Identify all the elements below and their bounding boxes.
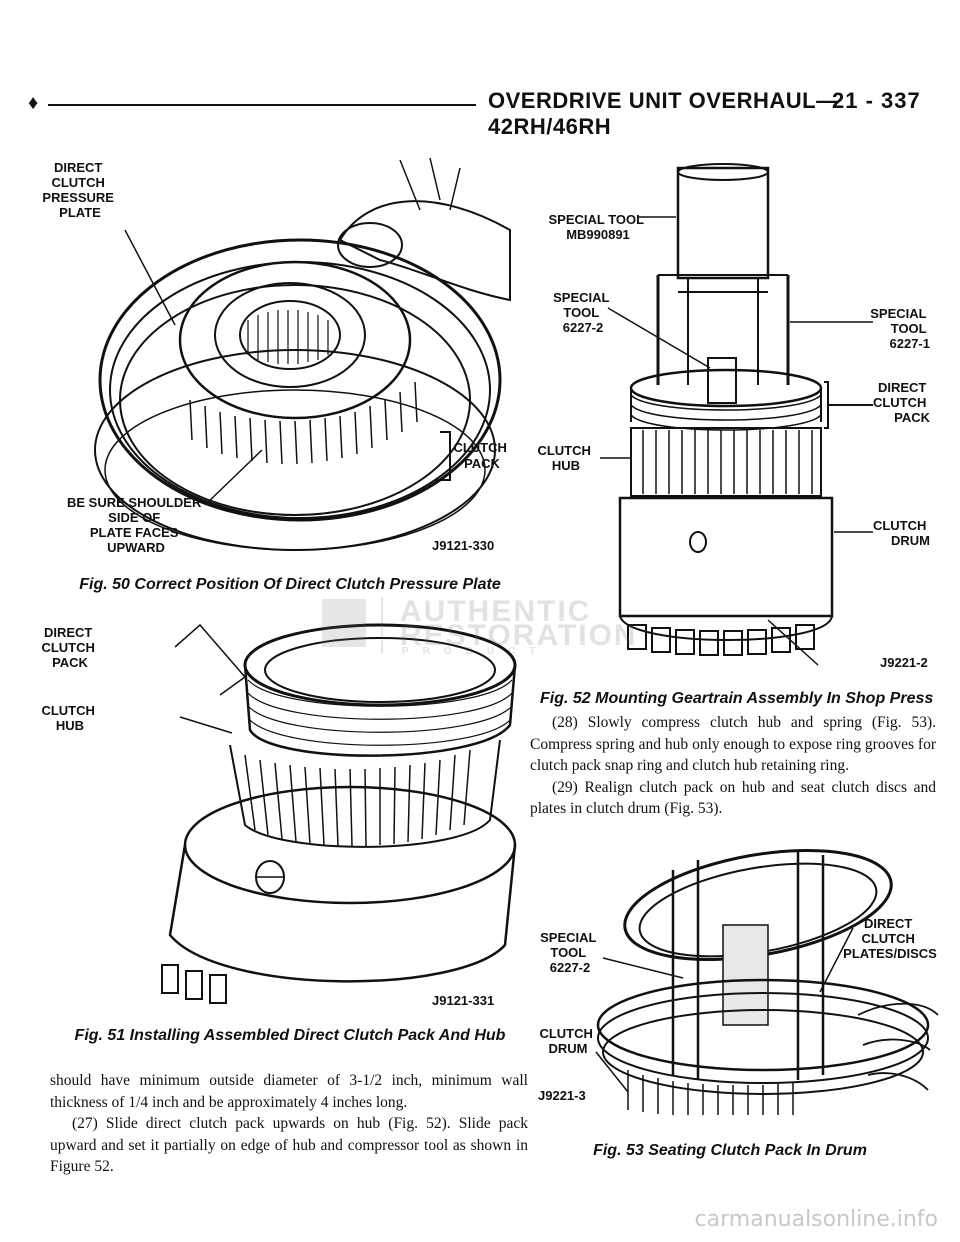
left-body-text: should have minimum outside diameter of … [50, 1070, 528, 1178]
header-rule [48, 104, 476, 106]
fig53-label-drum: CLUTCH DRUM [539, 1026, 596, 1056]
watermark-line-1: AUTHENTIC [400, 595, 591, 628]
watermark-logo-icon [322, 599, 366, 647]
fig52-code: J9221-2 [880, 655, 928, 670]
fig50-caption: Fig. 50 Correct Position Of Direct Clutc… [79, 576, 501, 593]
fig50-label-clutch-pack: CLUTCH PACK [453, 440, 510, 471]
left-paragraph-2: (27) Slide direct clutch pack upwards on… [50, 1115, 528, 1175]
page-title: OVERDRIVE UNIT OVERHAUL—42RH/46RH [488, 88, 839, 139]
authentic-restoration-watermark: AUTHENTIC RESTORATION PRODUCT [320, 595, 660, 657]
figure-50: DIRECT CLUTCH PRESSURE PLATE CLUTCH PACK… [40, 150, 520, 570]
fig53-illustration: SPECIAL TOOL 6227-2 DIRECT CLUTCH PLATES… [538, 848, 939, 1115]
fig52-illustration: SPECIAL TOOL MB990891 SPECIAL TOOL 6227-… [537, 163, 931, 670]
watermark-line-3: PRODUCT [402, 646, 549, 655]
figure-53: SPECIAL TOOL 6227-2 DIRECT CLUTCH PLATES… [528, 830, 948, 1115]
fig52-label-drum: CLUTCH DRUM [873, 518, 930, 548]
fig50-illustration: DIRECT CLUTCH PRESSURE PLATE CLUTCH PACK… [42, 157, 511, 555]
fig52-label-tool-mb: SPECIAL TOOL MB990891 [549, 212, 648, 242]
fig53-label-plates: DIRECT CLUTCH PLATES/DISCS [843, 916, 937, 961]
figure-51: DIRECT CLUTCH PACK CLUTCH HUB J9121-331 [40, 615, 520, 1015]
fig52-label-hub: CLUTCH HUB [537, 443, 594, 473]
fig51-code: J9121-331 [432, 993, 494, 1008]
fig52-label-tool-1: SPECIAL TOOL 6227-1 [870, 306, 930, 351]
fig51-caption: Fig. 51 Installing Assembled Direct Clut… [74, 1027, 506, 1044]
header-bullet: ♦ [28, 92, 39, 114]
fig53-label-tool: SPECIAL TOOL 6227-2 [540, 930, 600, 975]
right-paragraph-1: (28) Slowly compress clutch hub and spri… [530, 714, 936, 774]
fig51-label-hub: CLUTCH HUB [41, 703, 98, 733]
left-paragraph-1: should have minimum outside diameter of … [50, 1072, 528, 1111]
site-watermark: carmanualsonline.info [694, 1207, 938, 1232]
right-paragraph-2: (29) Realign clutch pack on hub and seat… [530, 778, 936, 818]
fig53-code: J9221-3 [538, 1088, 586, 1103]
fig53-caption: Fig. 53 Seating Clutch Pack In Drum [593, 1142, 867, 1159]
fig50-label-pressure-plate: DIRECT CLUTCH PRESSURE PLATE [42, 160, 117, 220]
fig51-illustration: DIRECT CLUTCH PACK CLUTCH HUB J9121-331 [41, 623, 517, 1008]
watermark-line-2: RESTORATION [400, 619, 638, 652]
fig52-label-pack: DIRECT CLUTCH PACK [873, 380, 931, 425]
fig52-label-tool-2: SPECIAL TOOL 6227-2 [553, 290, 613, 335]
fig50-label-shoulder: BE SURE SHOULDER SIDE OF PLATE FACES UPW… [67, 495, 205, 555]
page-number: 21 - 337 [832, 88, 921, 113]
fig50-code: J9121-330 [432, 538, 494, 553]
fig51-label-pack: DIRECT CLUTCH PACK [41, 625, 98, 670]
figure-52: SPECIAL TOOL MB990891 SPECIAL TOOL 6227-… [528, 160, 948, 675]
right-body-text: (28) Slowly compress clutch hub and spri… [530, 712, 936, 820]
fig52-caption: Fig. 52 Mounting Geartrain Assembly In S… [540, 690, 934, 707]
